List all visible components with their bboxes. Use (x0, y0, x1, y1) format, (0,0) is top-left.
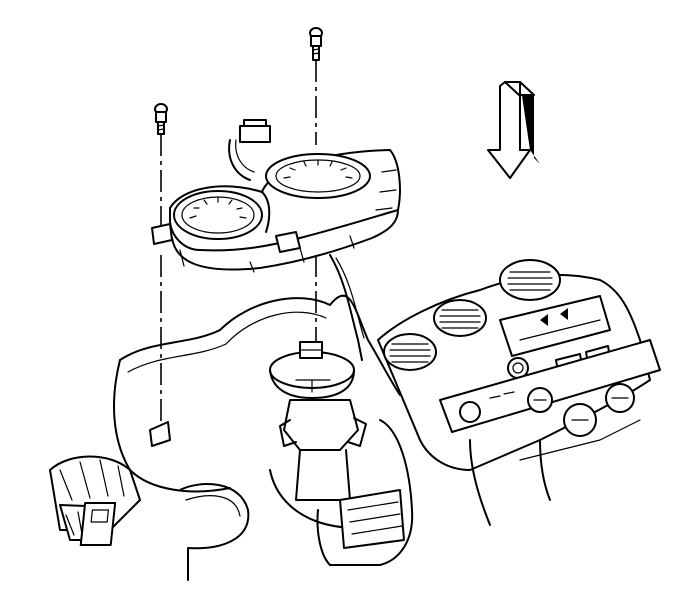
mounting-bolt-right (309, 27, 323, 145)
center-console-vents (377, 259, 661, 526)
vent-center (433, 299, 487, 337)
vent-right (499, 259, 561, 301)
arrow-down-icon (487, 81, 540, 179)
cluster-connector (228, 119, 271, 181)
bolt-icon (309, 27, 323, 61)
speedometer-gauge (173, 190, 263, 240)
column-shroud (49, 455, 250, 581)
install-direction-arrow (487, 81, 540, 179)
lower-console (316, 419, 414, 566)
vent-left (383, 333, 437, 371)
instrument-panel-carrier (113, 254, 401, 493)
steering-column (269, 399, 401, 529)
tachometer-gauge (265, 153, 371, 199)
hvac-controls (439, 339, 661, 437)
bolt-icon (154, 103, 168, 135)
mounting-bolt-left (154, 103, 168, 430)
cluster-center-nut (269, 255, 355, 399)
instrument-cluster (151, 119, 401, 273)
